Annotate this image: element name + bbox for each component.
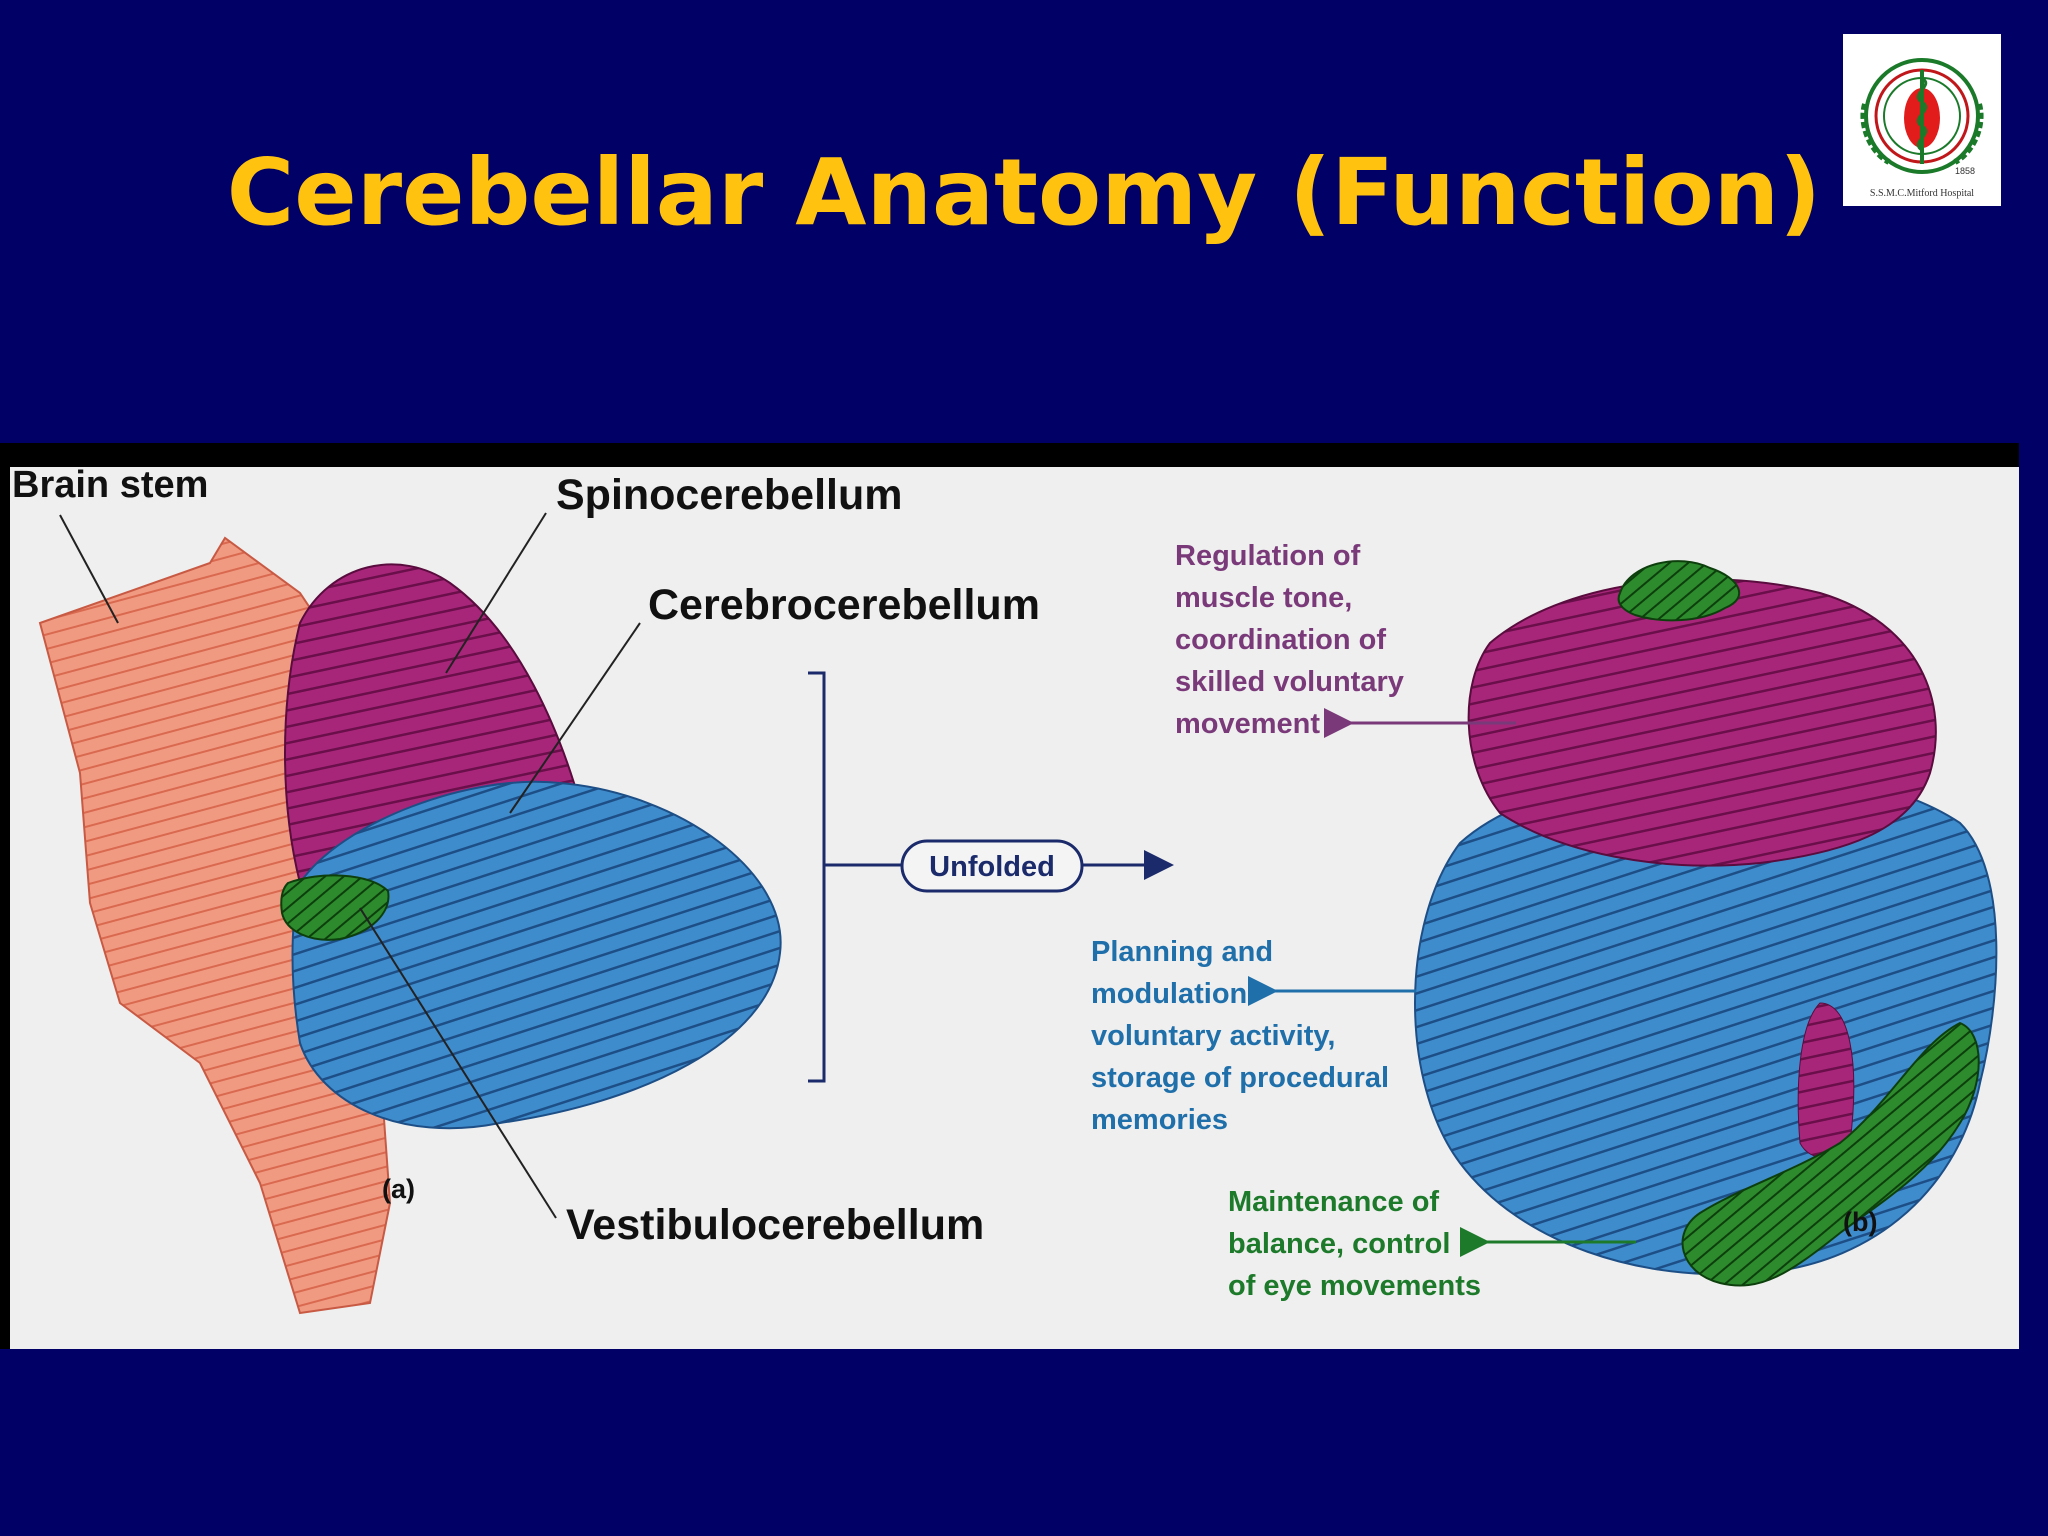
spino-function-line: coordination of bbox=[1175, 624, 1386, 656]
cerebro-function-text: Planning and modulation voluntary activi… bbox=[1091, 936, 1389, 1136]
bracket bbox=[808, 671, 826, 1083]
panel-b-label: (b) bbox=[1843, 1207, 1877, 1237]
cerebro-function-line: storage of procedural bbox=[1091, 1062, 1389, 1094]
logo-text: S.S.M.C.Mitford Hospital bbox=[1870, 188, 1974, 199]
cerebellum-figure: Brain stem Spinocerebellum Cerebrocerebe… bbox=[0, 443, 2019, 1349]
vestibulo-function-line: of eye movements bbox=[1228, 1270, 1481, 1302]
spinocerebellum-leader bbox=[445, 512, 547, 674]
spino-function-line: movement bbox=[1175, 708, 1320, 740]
vestibulo-function-text: Maintenance of balance, control of eye m… bbox=[1228, 1186, 1481, 1302]
vestibulo-function-line: Maintenance of bbox=[1228, 1186, 1439, 1218]
cerebrocerebellum-leader bbox=[509, 622, 641, 814]
spino-function-line: Regulation of bbox=[1175, 540, 1361, 572]
vestibulocerebellum-b-top-shape bbox=[1617, 560, 1740, 622]
slide-title: Cerebellar Anatomy (Function) bbox=[226, 139, 1822, 246]
cerebro-function-line: modulation bbox=[1091, 978, 1247, 1010]
cerebrocerebellum-a-shape bbox=[291, 780, 782, 1130]
vestibulocerebellum-leader bbox=[359, 907, 557, 1219]
brain-stem-leader bbox=[59, 514, 119, 624]
spinocerebellum-label: Spinocerebellum bbox=[556, 471, 902, 519]
brain-stem-label: Brain stem bbox=[12, 464, 208, 506]
spino-function-line: skilled voluntary bbox=[1175, 666, 1404, 698]
spino-function-text: Regulation of muscle tone, coordination … bbox=[1175, 540, 1404, 740]
vestibulocerebellum-a-shape bbox=[280, 874, 390, 941]
vestibulo-function-line: balance, control bbox=[1228, 1228, 1450, 1260]
cerebro-function-line: voluntary activity, bbox=[1091, 1020, 1335, 1052]
panel-a-label: (a) bbox=[382, 1174, 415, 1204]
cerebro-function-line: memories bbox=[1091, 1104, 1228, 1136]
hospital-logo: 1858 S.S.M.C.Mitford Hospital bbox=[1843, 34, 2001, 206]
logo-year: 1858 bbox=[1955, 166, 1975, 176]
hospital-emblem-icon bbox=[1860, 58, 1984, 174]
vestibulocerebellum-label: Vestibulocerebellum bbox=[566, 1201, 984, 1249]
unfolded-label: Unfolded bbox=[929, 851, 1055, 883]
spinocerebellum-b-shape bbox=[1467, 578, 1937, 867]
spino-function-line: muscle tone, bbox=[1175, 582, 1352, 614]
cerebrocerebellum-label: Cerebrocerebellum bbox=[648, 581, 1040, 629]
vestibulocerebellum-b-bottom-shape bbox=[1681, 1021, 1980, 1287]
cerebro-function-line: Planning and bbox=[1091, 936, 1273, 968]
